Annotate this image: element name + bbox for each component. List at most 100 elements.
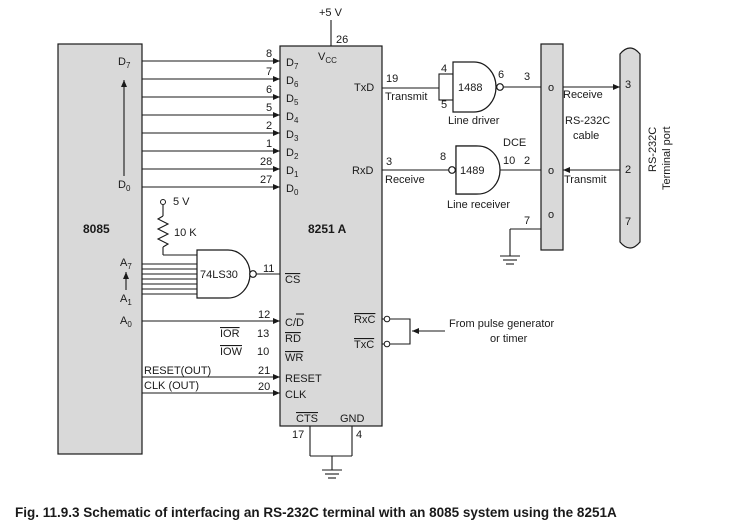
usart-cd-label: C/D xyxy=(285,317,304,329)
terminal-pin-a: 3 xyxy=(625,79,631,91)
cable-transmit-label: Transmit xyxy=(564,174,606,186)
receiver-pin-out: 10 xyxy=(503,155,515,167)
usart-rxd-label: RxD xyxy=(352,165,373,177)
address-lines xyxy=(142,263,280,295)
rxd-signal-label: Receive xyxy=(385,174,425,186)
line-receiver-bubble xyxy=(448,166,456,174)
usart-txd-label: TxD xyxy=(354,82,374,94)
cpu-d7-label: D7 xyxy=(118,56,131,70)
cable-receive-label: Receive xyxy=(563,89,603,101)
line-driver-bubble xyxy=(496,83,504,91)
usart-rxd-pin: 3 xyxy=(386,156,392,168)
usart-rd-pin: 13 xyxy=(257,328,269,340)
cpu-clk-label: CLK (OUT) xyxy=(144,380,199,392)
cable-ground xyxy=(500,228,541,265)
figure-caption: Fig. 11.9.3 Schematic of interfacing an … xyxy=(15,505,617,520)
usart-gnd-pin: 4 xyxy=(356,429,362,441)
driver-caption: Line driver xyxy=(448,115,500,127)
data-pin-number: 2 xyxy=(266,120,272,132)
cable-pin-b-number: 2 xyxy=(524,155,530,167)
usart-cd-pin: 12 xyxy=(258,309,270,321)
data-pin-number: 8 xyxy=(266,48,272,60)
data-pin-label: D5 xyxy=(286,93,299,107)
pullup-voltage-label: 5 V xyxy=(173,196,190,208)
usart-8251a-block xyxy=(279,45,383,427)
cable-dce-label: DCE xyxy=(503,137,526,149)
usart-vcc-pin: 26 xyxy=(336,34,348,46)
data-pin-label: D0 xyxy=(286,183,299,197)
nand-gate-bubble xyxy=(249,270,257,278)
data-pin-number: 6 xyxy=(266,84,272,96)
cable-pin-c-o: o xyxy=(548,209,554,221)
usart-data-pins: 8 7 6 5 2 1 28 27 D7 D6 D5 D4 D3 D2 D1 D… xyxy=(260,48,299,197)
usart-rxc-label: RxC xyxy=(354,314,375,326)
receiver-pin-in: 8 xyxy=(440,151,446,163)
cable-subtitle: cable xyxy=(573,130,599,142)
receiver-name: 1489 xyxy=(460,165,484,177)
cpu-ior-label: IOR xyxy=(220,328,240,340)
data-pin-label: D2 xyxy=(286,147,299,161)
supply-vcc-label: +5 V xyxy=(319,7,343,19)
clock-wiring xyxy=(382,315,445,348)
receiver-caption: Line receiver xyxy=(447,199,510,211)
usart-vcc-label: VCC xyxy=(318,51,337,65)
cable-pin-b-o: o xyxy=(548,165,554,177)
cpu-name: 8085 xyxy=(83,222,110,236)
cable-pin-a-o: o xyxy=(548,82,554,94)
usart-clk-pin: 20 xyxy=(258,381,270,393)
txd-signal-label: Transmit xyxy=(385,91,427,103)
driver-name: 1488 xyxy=(458,82,482,94)
cpu-a1-label: A1 xyxy=(120,293,132,307)
cpu-reset-label: RESET(OUT) xyxy=(144,365,211,377)
cable-title: RS-232C xyxy=(565,115,610,127)
data-pin-number: 1 xyxy=(266,138,272,150)
usart-rd-label: RD xyxy=(285,333,301,345)
driver-pin-out: 6 xyxy=(498,69,504,81)
usart-clk-label: CLK xyxy=(285,389,307,401)
data-pin-label: D6 xyxy=(286,75,299,89)
driver-pin-in-bot: 5 xyxy=(441,99,447,111)
data-pin-number: 5 xyxy=(266,102,272,114)
usart-name: 8251 A xyxy=(308,222,347,236)
driver-pin-in-top: 4 xyxy=(441,63,447,75)
pullup-resistor-label: 10 K xyxy=(174,227,197,239)
usart-gnd-label: GND xyxy=(340,413,365,425)
data-bus xyxy=(142,58,280,190)
cpu-8085-block xyxy=(57,43,143,455)
usart-cs-label: CS xyxy=(285,274,300,286)
cpu-iow-label: IOW xyxy=(220,346,243,358)
usart-reset-label: RESET xyxy=(285,373,322,385)
nand-gate-label: 74LS30 xyxy=(200,269,238,281)
line-driver-1488 xyxy=(452,61,497,113)
clock-source-line2: or timer xyxy=(490,333,528,345)
usart-cs-pin: 11 xyxy=(263,263,274,275)
terminal-pin-c: 7 xyxy=(625,216,631,228)
terminal-line2: Terminal port xyxy=(661,126,673,190)
data-pin-label: D1 xyxy=(286,165,299,179)
cable-pin-a-number: 3 xyxy=(524,71,530,83)
ground-wiring xyxy=(309,426,353,479)
usart-wr-label: WR xyxy=(285,352,303,364)
cpu-a0-label: A0 xyxy=(120,315,132,329)
terminal-port-block xyxy=(619,47,641,249)
cpu-a7-label: A7 xyxy=(120,257,132,271)
usart-cts-label: CTS xyxy=(296,413,318,425)
data-pin-number: 7 xyxy=(266,66,272,78)
data-pin-number: 28 xyxy=(260,156,272,168)
data-pin-label: D7 xyxy=(286,57,299,71)
terminal-pin-b: 2 xyxy=(625,164,631,176)
usart-txc-label: TxC xyxy=(354,339,374,351)
terminal-line1: RS-232C xyxy=(647,127,659,172)
cable-pin-c-number: 7 xyxy=(524,215,530,227)
usart-reset-pin: 21 xyxy=(258,365,270,377)
data-pin-label: D4 xyxy=(286,111,299,125)
driver-input-tie xyxy=(438,73,454,101)
usart-txd-pin: 19 xyxy=(386,73,398,85)
data-pin-label: D3 xyxy=(286,129,299,143)
rs232c-cable-block xyxy=(540,43,564,251)
usart-wr-pin: 10 xyxy=(257,346,269,358)
line-receiver-body xyxy=(455,145,501,195)
usart-cts-pin: 17 xyxy=(292,429,304,441)
pullup-resistor xyxy=(156,199,197,256)
